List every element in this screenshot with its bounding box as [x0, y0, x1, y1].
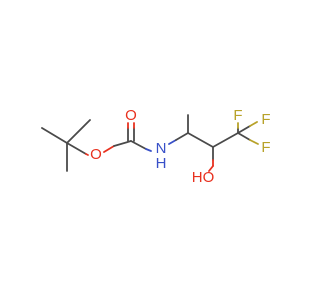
- bond-cf3-to-f-top-right: [237, 125, 251, 134]
- atom-label-hydroxyl: HO: [192, 169, 215, 186]
- atom-label-fluorine-top-right: F: [261, 111, 270, 128]
- bond-cf3-to-f-top-right-f: [249, 121, 258, 127]
- atom-label-amine-hydrogen: H: [156, 155, 167, 172]
- atom-label-fluorine-top-left: F: [233, 107, 242, 124]
- bond-cf3-to-f-right-f: [249, 139, 259, 145]
- atom-label-nitrogen: N: [156, 140, 167, 157]
- bond-carbonyl-to-nitrogen-n: [145, 148, 152, 152]
- molecule-diagram: O O N H F F F HO: [41, 107, 271, 186]
- atom-label-fluorine-right: F: [261, 139, 270, 156]
- bond-tbu-methyl-top: [66, 119, 91, 144]
- bond-choh-to-cf3: [212, 132, 239, 148]
- bond-hydroxyl-to-ho: [208, 165, 214, 172]
- bond-ester-oxygen-to-carbonyl: [103, 145, 115, 153]
- bond-nitrogen-to-ch-c: [175, 132, 189, 141]
- bond-tbu-to-ester-oxygen: [66, 142, 87, 155]
- bond-carbonyl-to-nitrogen: [130, 140, 147, 150]
- atom-label-ester-oxygen: O: [90, 146, 102, 163]
- atom-label-carbonyl-oxygen: O: [125, 107, 137, 124]
- bond-ch-to-choh: [187, 132, 214, 148]
- bond-tbu-methyl-left: [41, 127, 68, 144]
- bond-cf3-to-f-right: [237, 132, 251, 141]
- bond-ester-oxygen-side: [85, 153, 89, 156]
- bond-nitrogen-to-ch: [168, 139, 177, 145]
